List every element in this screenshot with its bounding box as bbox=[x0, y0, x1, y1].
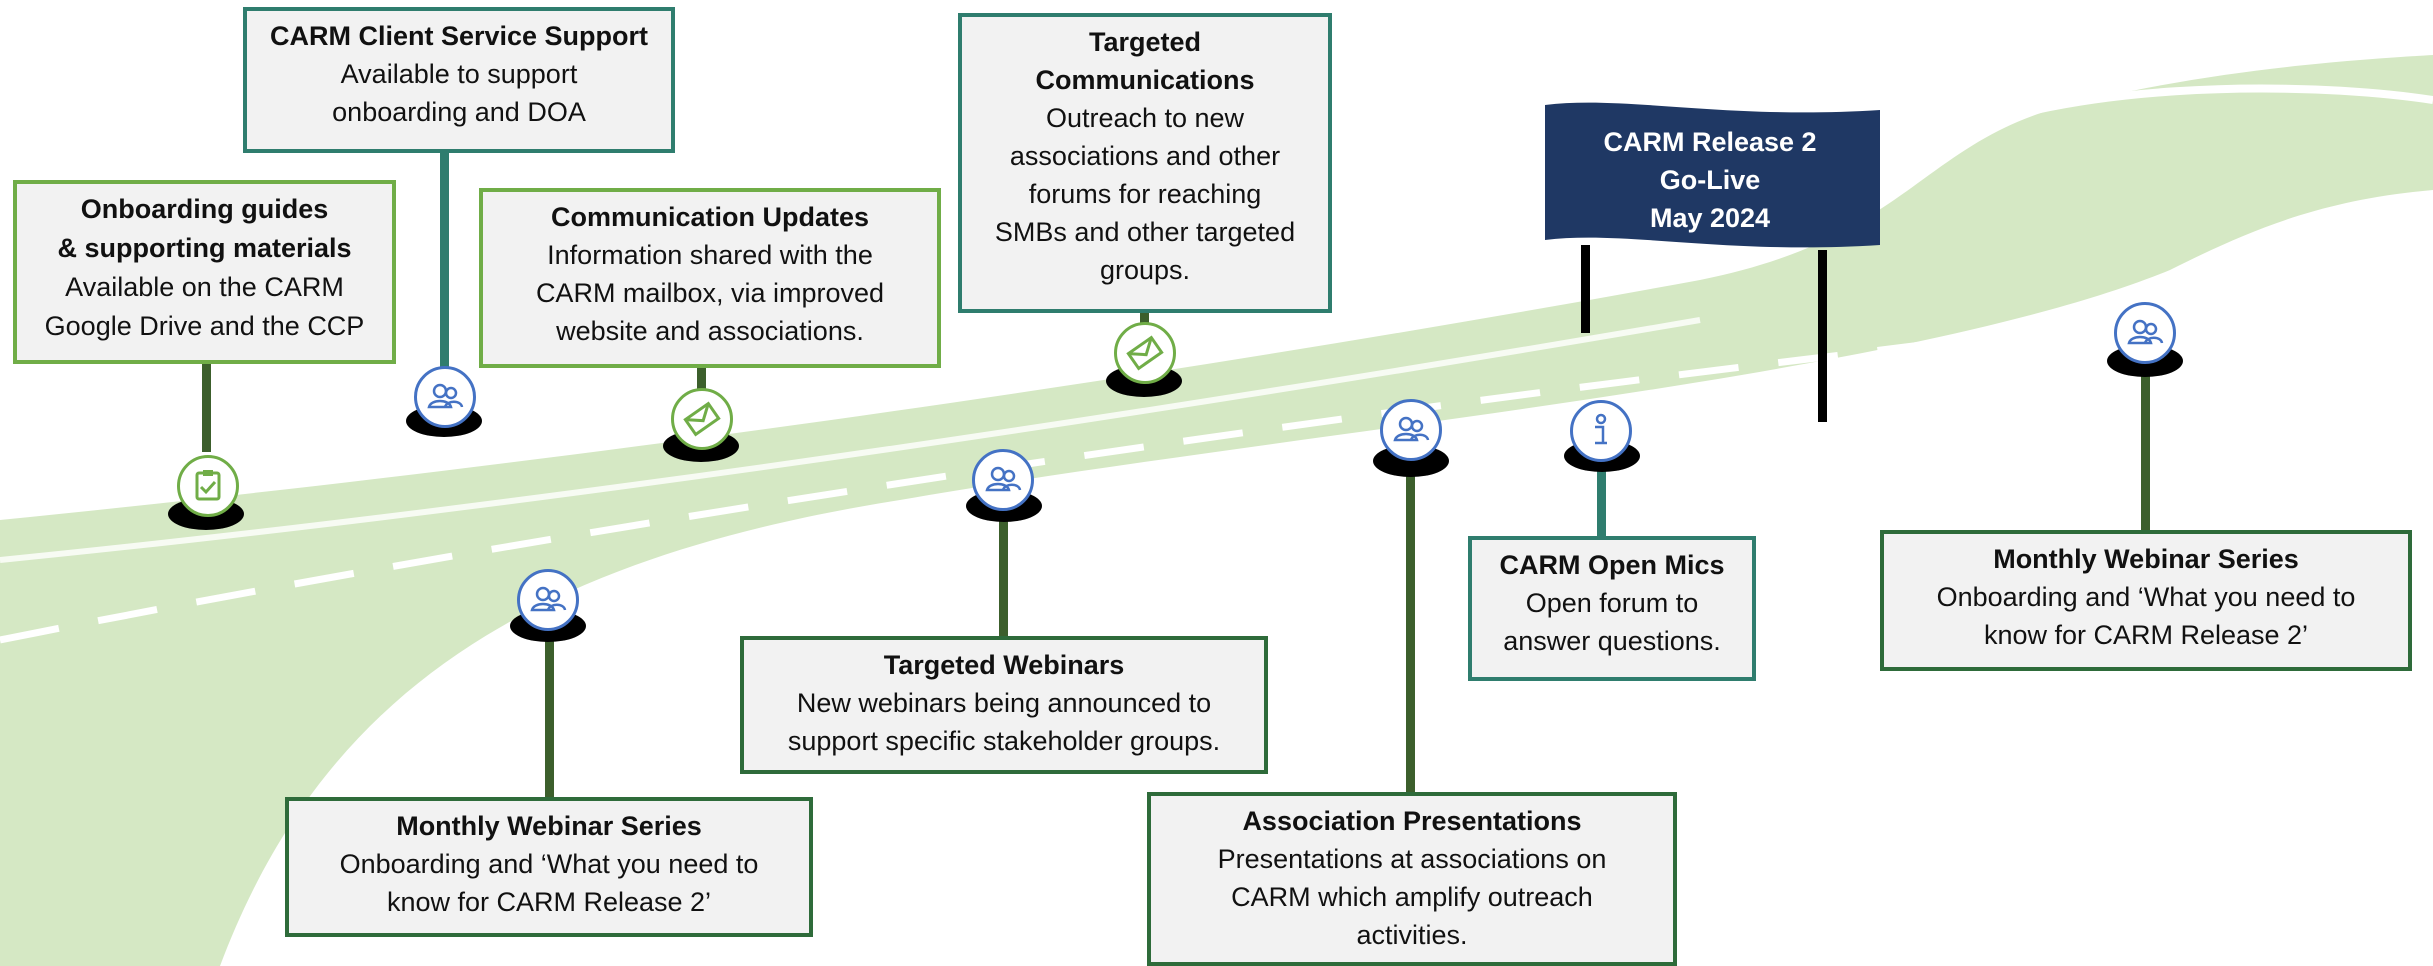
box-desc: CARM mailbox, via improved bbox=[535, 278, 885, 308]
box-desc: support specific stakeholder groups. bbox=[787, 726, 1221, 756]
info-icon bbox=[1570, 400, 1632, 462]
box-desc: Available to support bbox=[340, 59, 578, 89]
stem-association-presentations bbox=[1406, 460, 1415, 795]
box-title: Onboarding guides bbox=[80, 194, 329, 224]
onboarding-guides-box: Onboarding guides & supporting materials… bbox=[13, 180, 396, 364]
box-desc: CARM which amplify outreach bbox=[1231, 882, 1593, 912]
box-desc: Onboarding and ‘What you need to bbox=[339, 849, 759, 879]
clipboard-icon bbox=[177, 455, 239, 517]
box-desc: Presentations at associations on bbox=[1217, 844, 1607, 874]
envelope-icon bbox=[671, 388, 733, 450]
box-desc: Google Drive and the CCP bbox=[44, 311, 365, 341]
box-desc: answer questions. bbox=[1503, 626, 1721, 656]
sign-post-left bbox=[1581, 245, 1590, 333]
go-live-sign-text: CARM Release 2 Go-Live May 2024 bbox=[1560, 123, 1860, 237]
association-presentations-box: Association Presentations Presentations … bbox=[1147, 792, 1677, 966]
box-desc: Available on the CARM bbox=[65, 272, 344, 302]
sign-line-1: CARM Release 2 bbox=[1603, 127, 1817, 157]
sign-line-2: Go-Live bbox=[1659, 165, 1761, 195]
stem-onboarding-guides bbox=[202, 362, 211, 452]
client-support-box: CARM Client Service Support Available to… bbox=[243, 7, 675, 153]
box-desc: know for CARM Release 2’ bbox=[386, 887, 712, 917]
communication-updates-box: Communication Updates Information shared… bbox=[479, 188, 941, 368]
people-icon bbox=[517, 569, 579, 631]
sign-line-3: May 2024 bbox=[1649, 203, 1771, 233]
sign-post-right bbox=[1818, 250, 1827, 422]
box-title: Monthly Webinar Series bbox=[1993, 544, 2299, 574]
webinar-series-right-box: Monthly Webinar Series Onboarding and ‘W… bbox=[1880, 530, 2412, 671]
box-desc: activities. bbox=[1356, 920, 1468, 950]
box-title: Association Presentations bbox=[1242, 806, 1582, 836]
people-icon bbox=[972, 449, 1034, 511]
box-desc: New webinars being announced to bbox=[796, 688, 1212, 718]
stem-targeted-webinars bbox=[999, 500, 1008, 645]
box-title: Targeted bbox=[1088, 27, 1202, 57]
open-mics-box: CARM Open Mics Open forum to answer ques… bbox=[1468, 536, 1756, 681]
box-title: Monthly Webinar Series bbox=[396, 811, 702, 841]
box-desc: know for CARM Release 2’ bbox=[1983, 620, 2309, 650]
stem-webinar-right bbox=[2141, 355, 2150, 535]
box-desc: website and associations. bbox=[556, 316, 864, 346]
envelope-icon bbox=[1114, 322, 1176, 384]
people-icon bbox=[2114, 302, 2176, 364]
stem-client-support bbox=[440, 148, 449, 388]
box-title: CARM Client Service Support bbox=[269, 21, 649, 51]
box-desc: forums for reaching bbox=[1028, 179, 1262, 209]
people-icon bbox=[1380, 399, 1442, 461]
stem-webinar-left bbox=[545, 625, 554, 805]
box-desc: SMBs and other targeted bbox=[994, 217, 1296, 247]
box-title: CARM Open Mics bbox=[1499, 550, 1725, 580]
stem-open-mics bbox=[1597, 455, 1606, 540]
box-desc: groups. bbox=[1099, 255, 1191, 285]
targeted-webinars-box: Targeted Webinars New webinars being ann… bbox=[740, 636, 1268, 774]
box-desc: associations and other bbox=[1009, 141, 1281, 171]
box-desc: Onboarding and ‘What you need to bbox=[1936, 582, 2356, 612]
people-icon bbox=[414, 366, 476, 428]
box-title: Communication Updates bbox=[550, 202, 870, 232]
targeted-communications-box: Targeted Communications Outreach to new … bbox=[958, 13, 1332, 313]
road-curve-edge bbox=[1918, 84, 2433, 154]
box-title: Targeted Webinars bbox=[883, 650, 1125, 680]
go-live-sign-board bbox=[1545, 102, 1880, 248]
road-center-dashes bbox=[0, 286, 2433, 644]
box-desc: onboarding and DOA bbox=[332, 97, 586, 127]
box-desc: Open forum to bbox=[1525, 588, 1699, 618]
webinar-series-left-box: Monthly Webinar Series Onboarding and ‘W… bbox=[285, 797, 813, 937]
box-desc: Information shared with the bbox=[547, 240, 873, 270]
box-title: & supporting materials bbox=[57, 233, 352, 263]
box-desc: Outreach to new bbox=[1045, 103, 1245, 133]
road-edge-line bbox=[0, 317, 1701, 563]
box-title: Communications bbox=[1035, 65, 1255, 95]
